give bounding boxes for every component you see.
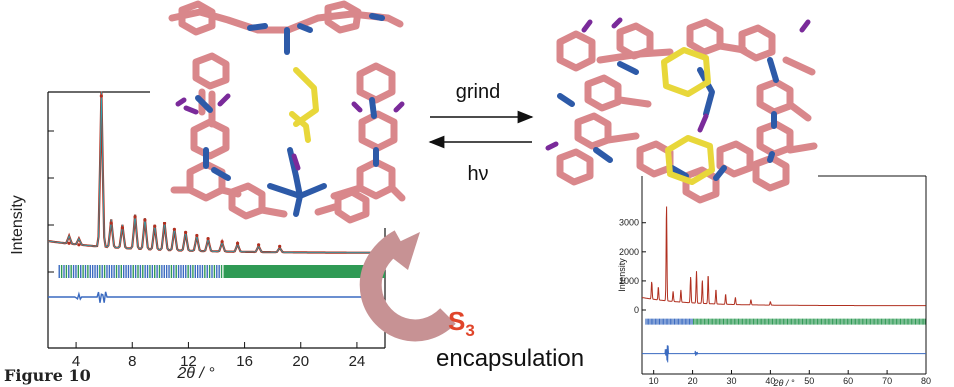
left-peak-marker (162, 221, 167, 225)
right-y-axis-label: Intensity (617, 258, 627, 292)
right-plot-area (642, 206, 926, 363)
right-y-tick-label: 0 (634, 305, 639, 315)
left-peak-marker (278, 244, 282, 248)
light-label: hν (467, 163, 488, 185)
left-y-axis-label: Intensity (9, 195, 26, 255)
left-x-tick-label: 20 (292, 353, 309, 370)
right-y-tick-label: 2000 (619, 247, 639, 257)
left-peak-marker (109, 221, 113, 225)
right-x-axis-label: 2θ / ° (773, 378, 795, 387)
left-peak-marker (220, 240, 224, 244)
left-difference-series (48, 291, 384, 303)
left-x-tick-label: 24 (349, 353, 366, 370)
left-peak-marker (133, 215, 137, 219)
figure-caption: Figure 10 (4, 366, 91, 385)
left-peak-marker (153, 224, 157, 228)
left-x-ticks: 4 8 12 16 20 24 (72, 342, 365, 370)
right-x-tick-label: 40 (765, 376, 775, 386)
left-peak-marker (67, 241, 71, 245)
left-peak-marker (172, 227, 176, 231)
left-x-tick-label: 12 (180, 353, 197, 370)
right-x-tick-label: 70 (882, 376, 892, 386)
left-x-axis-label: 2θ / ° (176, 365, 215, 382)
left-peak-marker (206, 237, 210, 241)
right-x-tick-label: 10 (649, 376, 659, 386)
right-x-tick-label: 60 (843, 376, 853, 386)
right-difference-series (642, 345, 926, 363)
left-peak-marker (99, 94, 103, 98)
right-x-tick-label: 20 (688, 376, 698, 386)
right-x-tick-label: 50 (804, 376, 814, 386)
left-calculated-series (47, 91, 384, 254)
left-peak-marker (257, 243, 261, 247)
left-reflection-band (223, 265, 385, 278)
right-y-tick-label: 3000 (619, 218, 639, 228)
s3-label: S3 (448, 306, 475, 340)
right-x-tick-label: 30 (726, 376, 736, 386)
left-peak-marker (77, 243, 81, 247)
left-peak-marker (143, 218, 147, 222)
right-chart: 0 1000 2000 3000 10 20 30 40 50 60 70 80 Intensity… (617, 175, 931, 387)
left-peak-marker (184, 230, 188, 234)
left-peak-marker (235, 241, 240, 245)
left-peak-marker (120, 226, 125, 230)
equilibrium-arrows (428, 110, 534, 149)
right-crystal-structure (545, 17, 818, 204)
right-x-ticks: 10 20 30 40 50 60 70 80 (649, 370, 931, 386)
curved-arrow (359, 230, 456, 342)
left-x-tick-label: 16 (236, 353, 253, 370)
left-x-tick-label: 4 (72, 353, 80, 370)
left-plot-area (47, 91, 385, 303)
left-crystal-structure (162, 0, 406, 224)
right-x-tick-label: 80 (921, 376, 931, 386)
right-y-ticks: 0 1000 2000 3000 (619, 218, 646, 315)
grind-label: grind (456, 81, 500, 103)
right-y-tick-label: 1000 (619, 276, 639, 286)
encapsulation-label: encapsulation (436, 345, 584, 372)
right-observed-series (642, 206, 926, 307)
left-peak-marker (195, 233, 199, 238)
left-x-tick-label: 8 (128, 353, 136, 370)
left-chart: 4 8 12 16 20 24 Intensity 2θ / ° (9, 91, 386, 382)
